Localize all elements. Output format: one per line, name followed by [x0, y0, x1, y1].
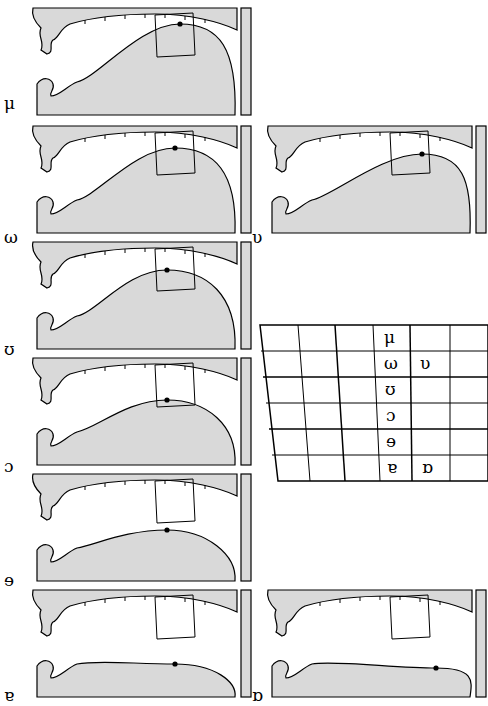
vowel-label: ʊ: [4, 340, 15, 358]
chart-cell-label: ω: [384, 354, 398, 372]
chart-cell-label: ɔ: [386, 406, 396, 424]
vowel-label: ɘ: [4, 571, 14, 589]
vocal-tract-panel: [32, 126, 251, 233]
vowel-label: ɒ: [252, 686, 263, 704]
chart-cell-label: ɒ: [422, 458, 433, 476]
chart-cell-label: ɐ: [387, 458, 397, 476]
vowel-label: υ: [252, 228, 262, 246]
vowel-label: μ: [4, 94, 15, 112]
chart-cell-label: ɘ: [386, 432, 396, 450]
chart-cell-label: ʊ: [385, 380, 396, 398]
chart-cell-label: μ: [384, 328, 395, 346]
vowel-label: ɐ: [4, 686, 14, 704]
vocal-tract-panel: [32, 358, 251, 465]
vocal-tract-panel: [32, 8, 251, 115]
vocal-tract-panel: [267, 590, 486, 697]
chart-cell-label: υ: [420, 354, 430, 372]
vocal-tract-panel: [32, 590, 251, 697]
vocal-tract-panel: [267, 126, 486, 233]
vocal-tract-panel: [32, 474, 251, 581]
vowel-label: ω: [4, 228, 18, 246]
vocal-tract-panel: [32, 242, 251, 349]
vowel-label: ɔ: [4, 457, 14, 475]
